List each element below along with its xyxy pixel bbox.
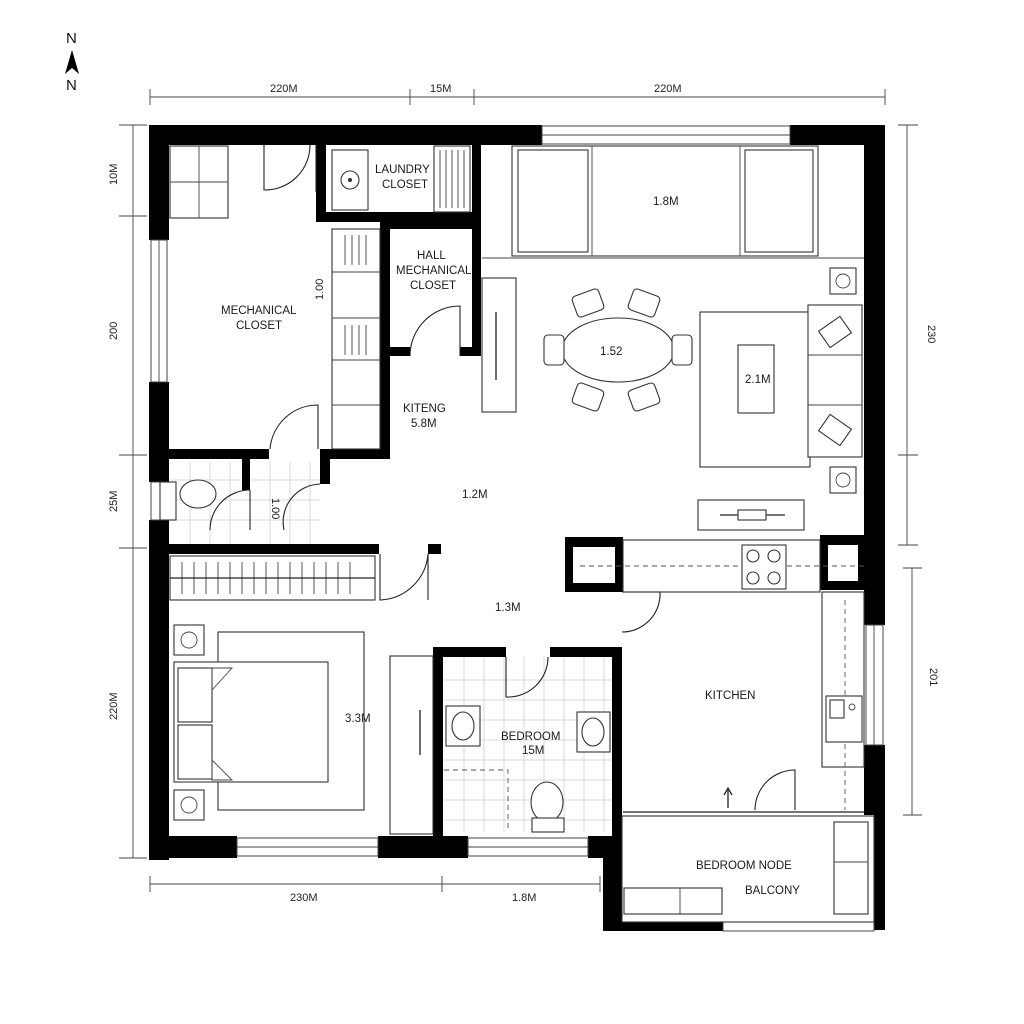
dim-top-left: 220M — [270, 83, 298, 95]
mech-closet-cabinets — [169, 145, 381, 450]
corridor-size: 1.3M — [495, 602, 521, 614]
dim-bottom-left: 230M — [290, 892, 318, 904]
laundry-label-1: LAUNDRY — [375, 164, 430, 176]
dining-size: 1.52 — [600, 346, 622, 358]
north-arrow: N N — [65, 30, 79, 94]
mech-size-label: 1.00 — [314, 279, 326, 300]
bath-size-label: 1.00 — [269, 498, 281, 519]
balcony-fixtures — [621, 815, 875, 923]
laundry-label-2: CLOSET — [382, 179, 428, 191]
balcony-label-1: BEDROOM NODE — [696, 860, 792, 872]
kitchen-small-label-2: 5.8M — [411, 418, 437, 430]
dim-top-right: 220M — [654, 83, 682, 95]
dim-left-3: 25M — [108, 491, 120, 512]
bedroom-label-1: BEDROOM — [501, 731, 560, 743]
living-area-furniture — [697, 267, 863, 531]
hall-label-3: CLOSET — [410, 280, 456, 292]
kitchen-small-label-1: KITENG — [403, 403, 446, 415]
bedroom-left-size: 3.3M — [345, 713, 371, 725]
dim-left-2: 200 — [108, 322, 120, 340]
dining-set — [481, 277, 693, 413]
dim-right-1: 230 — [925, 325, 937, 343]
dim-right-2: 201 — [927, 668, 939, 686]
laundry-closet-fixtures — [331, 145, 471, 213]
balcony-label-2: BALCONY — [745, 885, 800, 897]
hall-label-2: MECHANICAL — [396, 265, 472, 277]
dim-top-mid: 15M — [430, 83, 451, 95]
bedroom-bath-fixtures — [444, 656, 611, 833]
dim-left-1: 10M — [108, 164, 120, 185]
top-room-furniture — [482, 145, 864, 259]
mech-label-1: MECHANICAL — [221, 305, 297, 317]
kitchen-fixtures — [580, 539, 865, 848]
doors — [263, 144, 461, 601]
small-bath-fixtures — [159, 479, 321, 531]
kitchen-label: KITCHEN — [705, 690, 755, 702]
north-label-bottom: N — [66, 77, 77, 94]
dim-bottom-mid: 1.8M — [512, 892, 536, 904]
living-size: 2.1M — [745, 374, 771, 386]
hall-label-1: HALL — [417, 250, 446, 262]
top-room-size: 1.8M — [653, 196, 679, 208]
bedroom-left-furniture — [169, 555, 434, 835]
dimension-lines — [119, 89, 922, 892]
mech-label-2: CLOSET — [236, 320, 282, 332]
room-labels: LAUNDRY CLOSET HALL MECHANICAL CLOSET ME… — [221, 164, 800, 897]
north-label-top: N — [66, 30, 77, 47]
bedroom-label-2: 15M — [522, 745, 544, 757]
north-arrow-icon — [65, 50, 79, 74]
hall-size: 1.2M — [462, 489, 488, 501]
dim-left-4: 220M — [108, 692, 120, 720]
